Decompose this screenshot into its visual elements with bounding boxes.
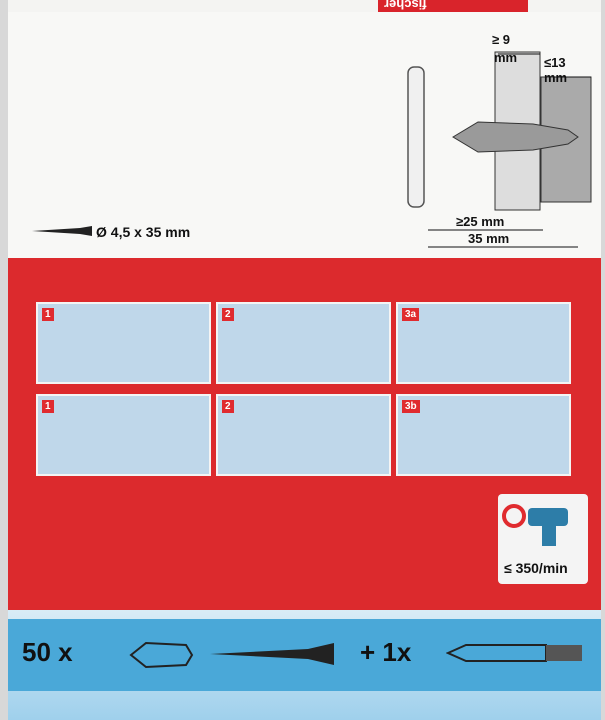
anchor-shape	[452, 121, 579, 153]
speed-indicator: ≤ 350/min	[498, 494, 588, 584]
screw-size-label: Ø 4,5 x 35 mm	[96, 224, 191, 240]
dim-total-length: 35 mm	[468, 231, 510, 246]
step-number: 1	[42, 400, 54, 413]
screw-icon	[32, 226, 92, 236]
dimension-panel: ≥ 9 mm ≤13 mm ≥25 mm 35 mm	[8, 12, 601, 260]
dimension-diagram	[407, 51, 592, 248]
step-panel-3b: 3b	[396, 394, 571, 476]
step-panel-1: 1	[36, 302, 211, 384]
contents-bar: 50 x + 1x	[8, 619, 601, 691]
step-number: 2	[222, 308, 234, 321]
anchor-icon	[129, 641, 194, 669]
dim-min-depth: ≥ 9	[492, 32, 510, 47]
step-panel-3a: 3a	[396, 302, 571, 384]
drill-icon	[502, 504, 568, 546]
dim-min-embed: ≥25 mm	[456, 214, 505, 229]
step-number: 1	[42, 308, 54, 321]
dim-min-depth-unit: mm	[494, 50, 518, 65]
board-profile	[407, 66, 425, 208]
step-number: 2	[222, 400, 234, 413]
screw-icon	[210, 643, 334, 665]
speed-label: ≤ 350/min	[504, 560, 568, 576]
dim-max-thickness-unit: mm	[544, 70, 568, 85]
anchor-count: 50 x	[22, 637, 73, 667]
bit-icon	[446, 644, 582, 662]
dim-max-thickness: ≤13	[544, 55, 566, 70]
step-panel-2: 2	[216, 302, 391, 384]
bit-count: + 1x	[360, 637, 412, 667]
step-number: 3b	[402, 400, 420, 413]
step-panel-1b: 1	[36, 394, 211, 476]
step-panel-2b: 2	[216, 394, 391, 476]
brand-logo: fischer	[378, 0, 528, 12]
step-number: 3a	[402, 308, 420, 321]
brand-logo-text: fischer	[384, 0, 427, 12]
package-front: fischer ≥ 9 mm ≤13 mm ≥25 mm 35 mm Ø 4,5…	[8, 0, 601, 720]
